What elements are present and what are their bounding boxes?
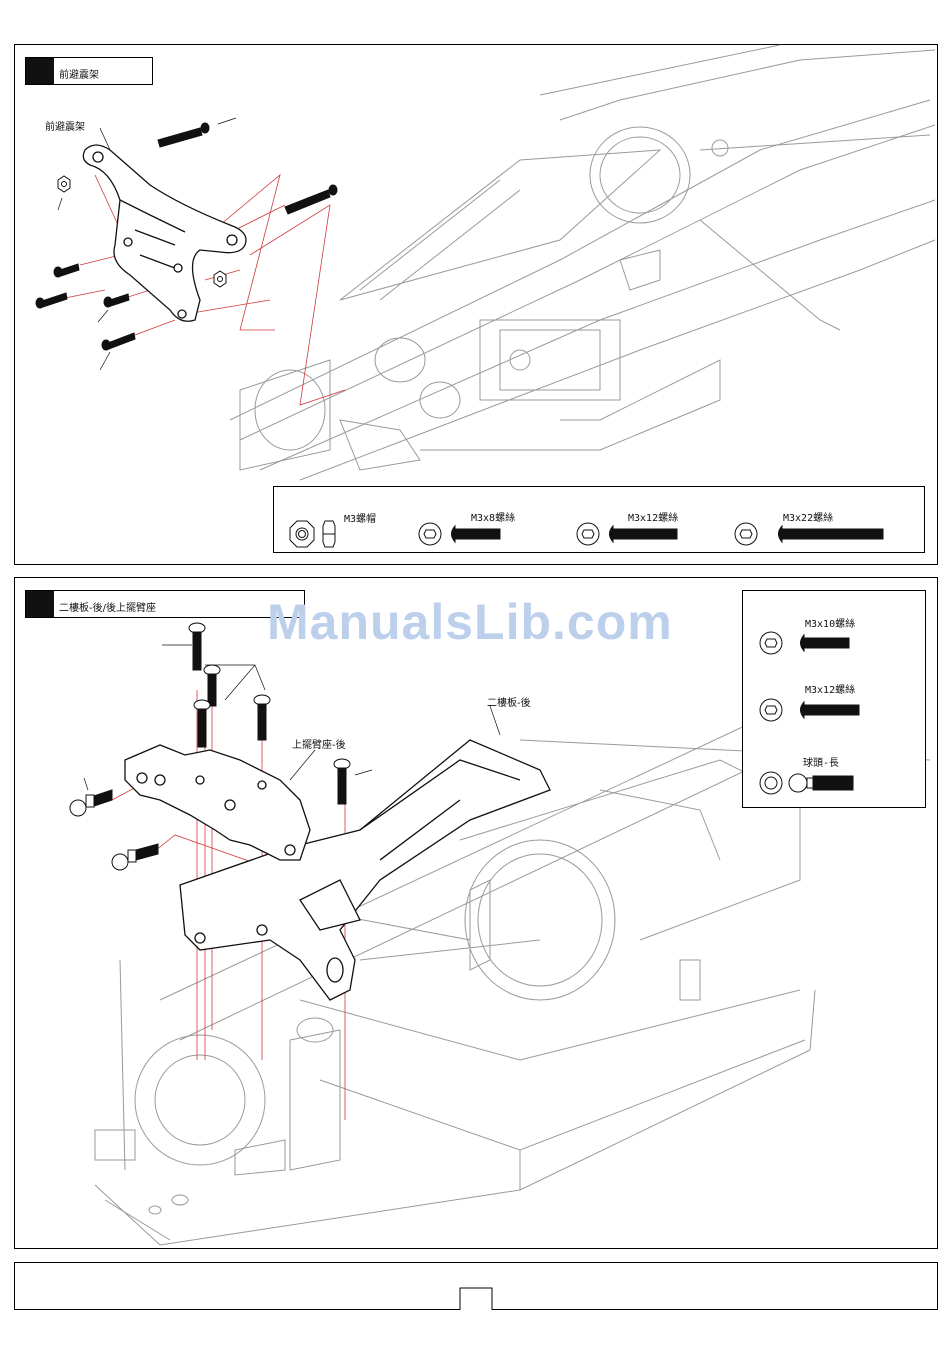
page-number-tab — [0, 0, 950, 1353]
